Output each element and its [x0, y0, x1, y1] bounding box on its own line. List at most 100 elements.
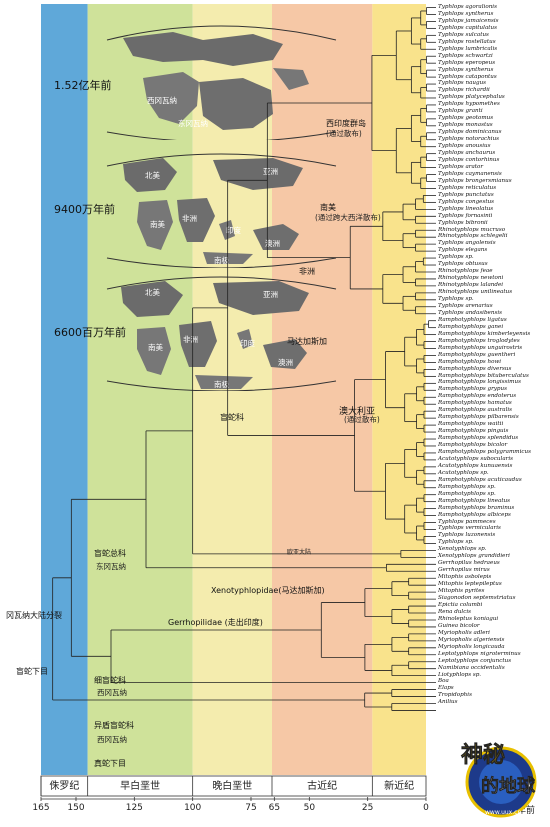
taxon-label: Rhinotyphlops feae: [438, 268, 493, 275]
taxon-label: Typhlops anousius: [438, 143, 491, 150]
taxon-label: Rhinotyphlops unilineatus: [438, 289, 513, 296]
taxon-label: Ramphotyphlops sp.: [438, 490, 496, 497]
clade-gerrhopilidae: Gerrhopilidae (走出印度): [168, 618, 263, 627]
clade-scolecophidia: 盲蛇下目: [16, 667, 48, 676]
region-india-1: 印度: [226, 226, 241, 235]
taxon-label: Typhlops eperopeus: [438, 59, 496, 66]
taxon-label: Ramphotyphlops waitii: [438, 421, 504, 428]
taxon-label: Mitophis asbolepis: [438, 574, 492, 581]
taxon-label: Leptotyphlops nigroterminus: [438, 650, 521, 657]
region-west-gondwana: 西冈瓦纳: [147, 96, 177, 105]
taxon-label: Typhlops bibronii: [438, 219, 488, 226]
taxon-label: Guinea bicolor: [438, 622, 480, 629]
taxon-label: Typhlops sp.: [438, 539, 474, 546]
era-label-0: 侏罗纪: [49, 781, 80, 792]
taxon-label: Xenotyphlops sp.: [438, 546, 487, 553]
taxon-label: Liotyphlops sp.: [438, 671, 482, 678]
clade-south-america-note: (通过跨大西洋散布): [315, 213, 381, 222]
taxon-label: Typhlops obtusus: [438, 261, 488, 268]
taxon-label: Ramphotyphlops troglodytes: [438, 337, 520, 344]
taxon-label: Siagonodon septemstriatus: [438, 595, 516, 602]
taxon-label: Ramphotyphlops bituberculatus: [438, 372, 529, 379]
taxon-label: Typhlops arator: [438, 163, 484, 170]
gondwana-split-label: 冈瓦纳大陆分裂: [6, 611, 62, 620]
taxon-label: Ramphotyphlops guentheri: [438, 351, 516, 358]
taxon-label: Typhlops fornasinii: [438, 212, 493, 219]
taxon-label: Typhlops agoralionis: [438, 4, 497, 10]
taxon-label: Typhlops syntherus: [438, 10, 494, 17]
taxon-label: Typhlops luzonensis: [438, 532, 496, 539]
axis-tick-6: 50: [303, 803, 316, 813]
taxon-label: Typhlops jamaicensis: [438, 17, 499, 24]
taxon-label: Ramphotyphlops howi: [438, 358, 502, 365]
taxon-label: Typhlops anchaurus: [438, 150, 496, 157]
clade-australia: 澳大利亚: [339, 407, 376, 417]
taxon-label: Boa: [438, 678, 449, 685]
map-94mya: [106, 153, 337, 268]
taxon-label: Typhlops arenarius: [438, 302, 493, 309]
taxon-label: Typhlops rostellatus: [438, 38, 496, 45]
taxon-label: Typhlops monastus: [438, 122, 493, 129]
map-152mya: [106, 25, 337, 140]
taxon-label: Typhlops dominicanus: [438, 129, 502, 136]
taxon-label: Typhlops vermicularis: [438, 525, 501, 532]
era-label-3: 古近纪: [307, 781, 338, 792]
region-north-america-1: 北美: [145, 171, 160, 180]
taxon-label: Typhlops capitulatus: [438, 24, 497, 31]
axis-tick-0: 165: [32, 803, 50, 813]
taxon-label: Rhinotyphlops mucruso: [438, 226, 506, 233]
taxon-label: Typhlops hypomethes: [438, 101, 500, 108]
taxon-label: Typhlops punctatus: [438, 191, 494, 198]
clade-anomalepididae: 异盾盲蛇科: [94, 721, 134, 730]
taxon-label: Ramphotyphlops acuticaudus: [438, 476, 522, 483]
taxon-label: Mitophis pyrites: [438, 588, 485, 595]
taxon-label: Acutotyphlops kunuaensis: [438, 462, 513, 469]
taxon-label: Myriopholis adleri: [438, 629, 490, 636]
taxon-label: Myriopholis algeriensis: [438, 636, 505, 643]
taxon-label: Ramphotyphlops diversus: [438, 365, 512, 372]
taxon-label: Typhlops reticulatus: [438, 184, 497, 191]
axis-tick-4: 75: [245, 803, 257, 813]
region-antarctica-1: 南极: [214, 256, 229, 265]
taxon-label: Elaps: [438, 685, 454, 692]
taxon-label: Typhlops richardii: [438, 87, 490, 94]
taxon-label: Ramphotyphlops longissimus: [438, 379, 521, 386]
taxon-label: Ramphotyphlops endoterus: [438, 393, 517, 400]
taxon-label: Rhinotyphlops newtoni: [438, 275, 504, 282]
region-asia-2: 亚洲: [263, 290, 278, 299]
clade-xenotyphlopidae: Xenotyphlopidae(马达加斯加): [211, 586, 325, 595]
taxon-label: Ramphotyphlops polygrammicus: [438, 449, 531, 455]
taxon-label: Typhlops granti: [438, 108, 483, 115]
taxon-label: Ramphotyphlops ligatus: [438, 316, 507, 323]
clade-typhlopidae: 盲蛇科: [220, 413, 244, 422]
clade-typhlopoidea: 盲蛇总科: [94, 549, 126, 558]
axis-tick-3: 100: [184, 803, 202, 813]
taxon-label: Typhlops elegans: [438, 247, 488, 254]
region-east-gondwana: 东冈瓦纳: [178, 119, 208, 128]
taxon-label: Ramphotyphlops lineatus: [438, 497, 511, 504]
taxon-label: Mitophis leptepileptus: [438, 581, 502, 588]
taxon-label: Gerrhopilus mirus: [438, 567, 490, 574]
taxon-label: Ramphotyphlops albiceps: [438, 511, 511, 518]
era-label-4: 新近纪: [384, 781, 415, 792]
taxon-label: Namibiana occidentalis: [438, 664, 505, 671]
region-south-america-1: 南美: [150, 220, 165, 229]
era-band-0: [41, 4, 88, 775]
axis-tick-1: 150: [67, 803, 85, 813]
axis-tick-2: 125: [125, 803, 143, 813]
map-66mya: [106, 276, 337, 391]
taxon-label: Ramphotyphlops ganei: [438, 323, 504, 330]
taxon-label: Typhlops sp.: [438, 296, 474, 303]
taxon-label: Ramphotyphlops braminus: [438, 504, 515, 511]
era-row-frame: [40, 775, 427, 797]
taxon-label: Ramphotyphlops pinguis: [438, 428, 509, 435]
taxon-label: Typhlops angolensis: [438, 240, 496, 247]
taxon-label: Ramphotyphlops unguirostris: [438, 344, 523, 351]
taxon-label: Rhinoleptus koniagui: [438, 615, 499, 622]
taxon-label: Rena dulcis: [438, 608, 472, 615]
taxon-label: Leptotyphlops conjunctus: [438, 657, 512, 664]
clade-australia-note: (通过散布): [344, 415, 380, 424]
